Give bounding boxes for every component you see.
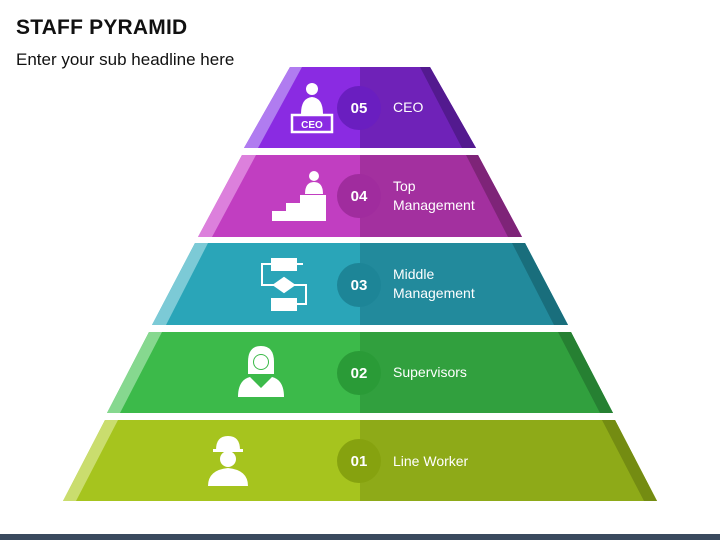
tier-number: 03 (351, 277, 368, 294)
page-subtitle: Enter your sub headline here (16, 50, 235, 69)
tier-number-badge (337, 86, 381, 130)
bottom-accent-bar (0, 534, 720, 540)
podium-person-icon (272, 171, 326, 221)
pyramid-tier-02: 02 (107, 332, 613, 413)
pyramid-tier-01: 01 (63, 420, 657, 501)
tier-number-badge (337, 351, 381, 395)
tier-label-02: Supervisors (393, 363, 467, 382)
pyramid-tier-04: 04 (198, 155, 522, 237)
ceo-icon: CEO (290, 83, 334, 134)
workflow-icon (261, 258, 307, 311)
tier-number: 04 (351, 188, 368, 205)
tier-label-line: CEO (393, 99, 424, 115)
woman-supervisor-icon (238, 346, 284, 397)
tier-number-badge (337, 439, 381, 483)
tier-label-01: Line Worker (393, 452, 468, 471)
tier-number: 01 (351, 453, 368, 470)
pyramid-tier-05: CEO 05 (244, 67, 476, 148)
tier-label-line: Supervisors (393, 364, 467, 380)
tier-label-line: Line Worker (393, 453, 469, 469)
tier-label-03: Middle Management (393, 265, 475, 303)
tier-label-line: Management (393, 285, 475, 301)
page-title: STAFF PYRAMID (16, 16, 188, 39)
tier-number: 05 (351, 100, 368, 117)
tier-label-line: Top (393, 178, 416, 194)
tier-label-line: Middle (393, 266, 435, 282)
tier-label-04: Top Management (393, 177, 475, 215)
tier-number: 02 (351, 365, 368, 382)
pyramid-tier-03: 03 (152, 243, 568, 325)
tier-number-badge (337, 174, 381, 218)
tier-number-badge (337, 263, 381, 307)
hardhat-worker-icon (208, 436, 248, 486)
ceo-sign-text: CEO (301, 120, 323, 131)
tier-label-05: CEO (393, 98, 423, 117)
tier-label-line: Management (393, 197, 475, 213)
